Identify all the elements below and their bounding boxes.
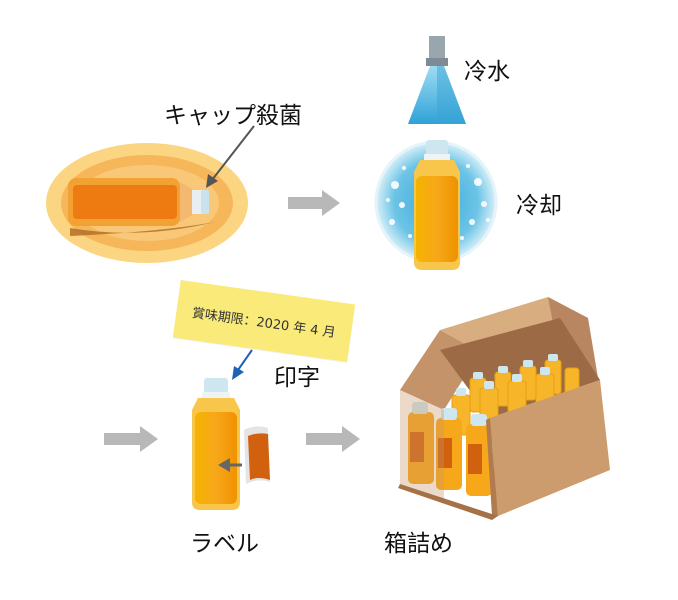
flow-arrow-2 [104, 426, 158, 452]
label-cap-sterilize: キャップ殺菌 [164, 103, 302, 129]
cold-water-spray-icon [408, 36, 466, 124]
label-cold-water: 冷水 [464, 59, 510, 85]
boxing-illustration [398, 297, 610, 520]
flow-arrow-3 [306, 426, 360, 452]
flow-arrow-1 [288, 190, 340, 216]
label-print: 印字 [274, 365, 320, 391]
print-arrow [232, 349, 253, 380]
label-cooling: 冷却 [516, 193, 562, 219]
label-label: ラベル [190, 531, 259, 557]
label-bottle-illustration [192, 378, 270, 510]
expiry-text: 賞味期限：2020 年 4 月 [190, 305, 337, 341]
label-boxing: 箱詰め [384, 531, 453, 557]
cooling-illustration [374, 140, 498, 270]
cap-pointer-arrow [206, 125, 255, 188]
cap-sterilize-illustration [46, 143, 248, 263]
